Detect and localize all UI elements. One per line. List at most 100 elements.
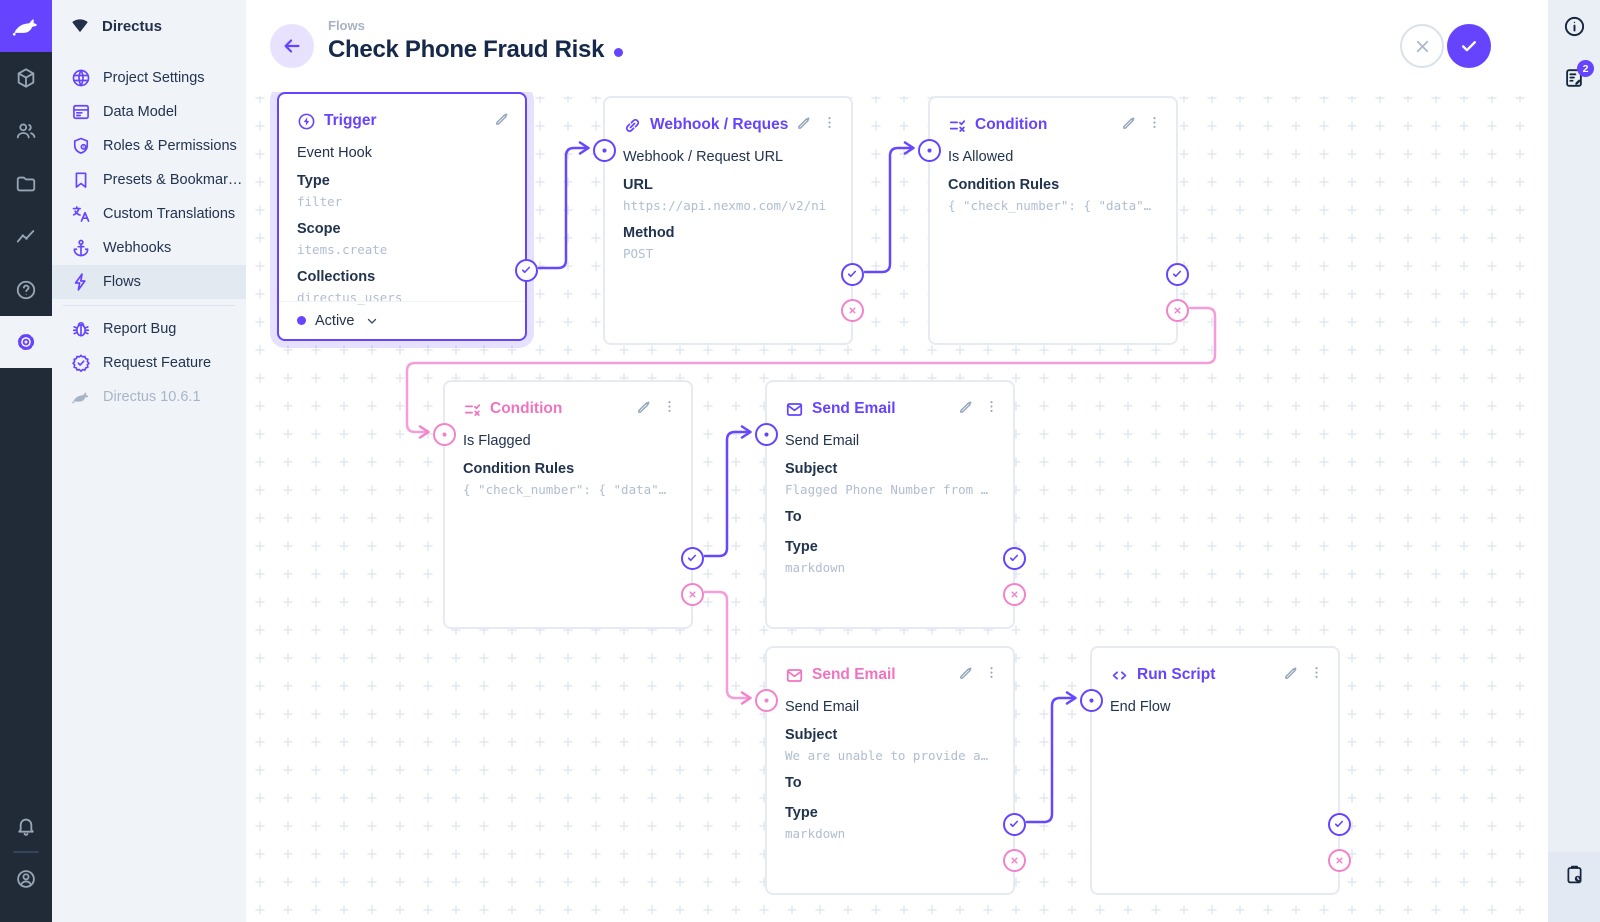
field-value: markdown — [785, 560, 846, 575]
nav-item-request-feature[interactable]: Request Feature — [52, 346, 246, 380]
field-label: Collections — [297, 269, 376, 285]
nav-item-custom-translations[interactable]: Custom Translations — [52, 197, 246, 231]
anchor-reject[interactable] — [1327, 848, 1351, 872]
nav-item-roles-permissions[interactable]: Roles & Permissions — [52, 129, 246, 163]
anchor-reject[interactable] — [1165, 298, 1189, 322]
nav-item-label: Presets & Bookmar… — [103, 172, 243, 188]
info-sidebar-button[interactable] — [1548, 2, 1600, 50]
nav-item-report-bug[interactable]: Report Bug — [52, 312, 246, 346]
anchor-input[interactable] — [432, 422, 456, 446]
anchor-reject[interactable] — [680, 582, 704, 606]
edit-icon[interactable] — [958, 398, 975, 420]
module-settings[interactable] — [0, 316, 52, 368]
kebab-menu-icon[interactable] — [984, 665, 999, 685]
save-button[interactable] — [1447, 24, 1491, 68]
anchor-input[interactable] — [754, 688, 778, 712]
field-label: Subject — [785, 461, 838, 477]
help-icon — [16, 280, 36, 300]
notices-icon — [1566, 69, 1582, 87]
project-header[interactable]: Directus — [52, 0, 246, 52]
anchor-resolve[interactable] — [840, 262, 864, 286]
field-label: URL — [623, 177, 653, 193]
field-value: { "check_number": { "data"… — [463, 482, 667, 497]
edit-icon[interactable] — [958, 664, 975, 686]
anchor-resolve[interactable] — [514, 258, 538, 282]
field-label: To — [785, 775, 802, 791]
field-label: Condition Rules — [948, 177, 1060, 193]
nav-item-data-model[interactable]: Data Model — [52, 95, 246, 129]
edge-condition2-email2 — [703, 590, 752, 705]
directus-logo[interactable] — [0, 0, 52, 52]
nav-item-project-settings[interactable]: Project Settings — [52, 61, 246, 95]
gear-icon — [17, 333, 35, 351]
chevron-down-icon — [366, 315, 378, 327]
nav-item-label: Report Bug — [103, 321, 177, 337]
nav-divider — [63, 305, 235, 306]
anchor-reject[interactable] — [840, 298, 864, 322]
edit-icon[interactable] — [636, 398, 653, 420]
anchor-resolve[interactable] — [1002, 812, 1026, 836]
anchor-reject[interactable] — [1002, 848, 1026, 872]
field-label: Condition Rules — [463, 461, 575, 477]
edit-icon[interactable] — [1121, 114, 1138, 136]
edge-email2-runscript — [1025, 691, 1077, 824]
anchor-reject[interactable] — [1002, 582, 1026, 606]
kebab-menu-icon[interactable] — [662, 399, 677, 419]
module-file-library[interactable] — [0, 158, 52, 210]
discard-changes-button[interactable] — [1400, 24, 1444, 68]
anchor-resolve[interactable] — [680, 546, 704, 570]
nav-item-flows[interactable]: Flows — [52, 265, 246, 299]
flow-status-toggle[interactable]: Active — [279, 301, 525, 339]
kebab-menu-icon[interactable] — [1309, 665, 1324, 685]
flow-node-condition-allowed[interactable]: Condition Is Allowed Condition Rules{ "c… — [917, 96, 1189, 345]
field-value: https://api.nexmo.com/v2/ni — [623, 198, 827, 213]
check-icon — [1462, 41, 1476, 52]
anchor-resolve[interactable] — [1165, 262, 1189, 286]
module-user-directory[interactable] — [0, 105, 52, 157]
back-button[interactable] — [270, 24, 314, 68]
operation-name: Send Email — [785, 433, 860, 449]
users-icon — [16, 123, 36, 139]
activity-icon — [16, 230, 35, 243]
node-title: Trigger — [324, 112, 377, 129]
anchor-input[interactable] — [1079, 688, 1103, 712]
anchor-resolve[interactable] — [1002, 546, 1026, 570]
nav-item-label: Custom Translations — [103, 206, 236, 222]
code-icon — [1110, 666, 1129, 685]
anchor-input[interactable] — [754, 422, 778, 446]
user-menu-button[interactable] — [0, 853, 52, 905]
revisions-drawer-button[interactable] — [1548, 852, 1600, 922]
kebab-menu-icon[interactable] — [1147, 115, 1162, 135]
field-value: filter — [297, 194, 343, 209]
flow-canvas[interactable]: Flows Check Phone Fraud Risk Trigger — [246, 0, 1548, 922]
folder-icon — [16, 176, 36, 192]
nav-item-webhooks[interactable]: Webhooks — [52, 231, 246, 265]
notifications-button[interactable] — [0, 800, 52, 852]
flow-node-run-script[interactable]: Run Script End Flow — [1079, 646, 1351, 895]
flow-node-webhook[interactable]: Webhook / Request URL Webhook / Request … — [592, 96, 864, 345]
kebab-menu-icon[interactable] — [984, 399, 999, 419]
module-insights[interactable] — [0, 211, 52, 263]
anchor-resolve[interactable] — [1327, 812, 1351, 836]
bug-icon — [71, 319, 91, 339]
kebab-menu-icon[interactable] — [822, 115, 837, 135]
notices-sidebar-button[interactable]: 2 — [1548, 54, 1600, 102]
nav-item-label: Roles & Permissions — [103, 138, 237, 154]
edit-icon[interactable] — [796, 114, 813, 136]
nav-item-presets-bookmarks[interactable]: Presets & Bookmar… — [52, 163, 246, 197]
edit-icon[interactable] — [1283, 664, 1300, 686]
page-title: Check Phone Fraud Risk — [328, 36, 605, 63]
flow-node-condition-flagged[interactable]: Condition Is Flagged Condition Rules{ "c… — [432, 380, 704, 629]
right-sidebar-rail: 2 — [1548, 0, 1600, 922]
edit-icon[interactable] — [494, 110, 511, 132]
bookmark-icon — [71, 170, 91, 190]
anchor-input[interactable] — [917, 138, 941, 162]
module-bar — [0, 0, 52, 922]
module-documentation[interactable] — [0, 264, 52, 316]
module-content[interactable] — [0, 52, 52, 104]
field-value: We are unable to provide a… — [785, 748, 989, 763]
anchor-input[interactable] — [592, 138, 616, 162]
